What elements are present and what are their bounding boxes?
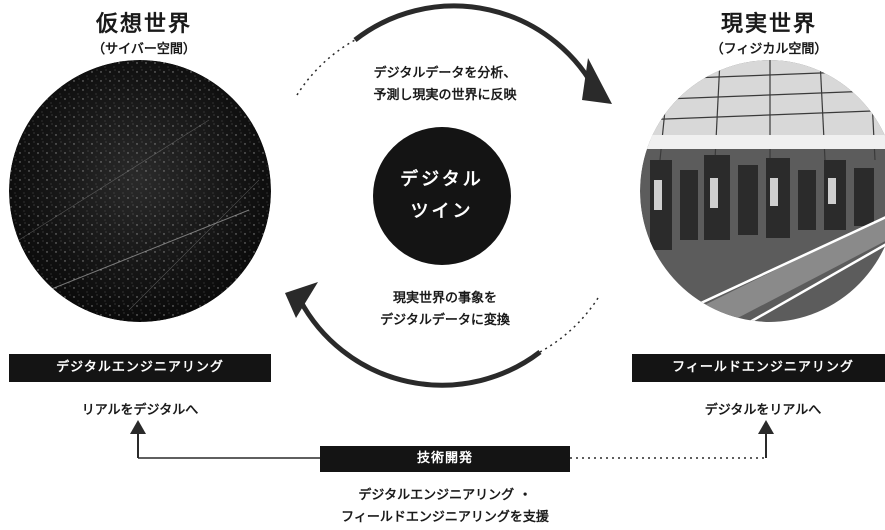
tech-caption-line2: フィールドエンジニアリングを支援: [341, 510, 549, 525]
real-world-subtitle: （フィジカル空間）: [710, 42, 828, 57]
cycle-bottom-line1: 現実世界の事象を: [392, 291, 497, 306]
bottom-arc-solid: [297, 298, 542, 388]
virtual-world-subtitle: （サイバー空間）: [92, 42, 196, 57]
tech-caption-line1: デジタルエンジニアリング ・: [358, 488, 532, 503]
virtual-caption: リアルをデジタルへ: [81, 403, 199, 418]
digital-twin-line2: ツイン: [410, 201, 474, 222]
field-engineering-label: フィールドエンジニアリング: [632, 354, 885, 382]
digital-twin-line1: デジタル: [400, 169, 484, 190]
virtual-world-title: 仮想世界: [95, 12, 192, 37]
real-world-image: [640, 60, 885, 322]
cycle-top-text: デジタルデータを分析、 予測し現実の世界に反映: [340, 63, 550, 107]
top-arrowhead-icon: [582, 58, 612, 104]
cycle-top-line2: 予測し現実の世界に反映: [373, 88, 517, 103]
real-world-title: 現実世界: [720, 12, 817, 37]
real-caption: デジタルをリアルへ: [704, 403, 822, 418]
bottom-arc-dotted: [539, 297, 599, 353]
left-up-arrow-icon: [130, 420, 146, 434]
digital-engineering-label: デジタルエンジニアリング: [9, 354, 271, 382]
tech-development-label: 技術開発: [320, 446, 570, 472]
bottom-arrowhead-icon: [285, 282, 318, 318]
cycle-bottom-line2: デジタルデータに変換: [380, 313, 510, 328]
cycle-top-line1: デジタルデータを分析、: [373, 66, 517, 81]
digital-twin-circle: デジタル ツイン: [373, 127, 511, 265]
top-arc-solid: [353, 3, 601, 97]
virtual-world-image: [9, 60, 271, 322]
top-arc-dotted: [296, 39, 356, 96]
right-up-arrow-icon: [758, 420, 774, 434]
cycle-bottom-text: 現実世界の事象を デジタルデータに変換: [345, 288, 545, 332]
